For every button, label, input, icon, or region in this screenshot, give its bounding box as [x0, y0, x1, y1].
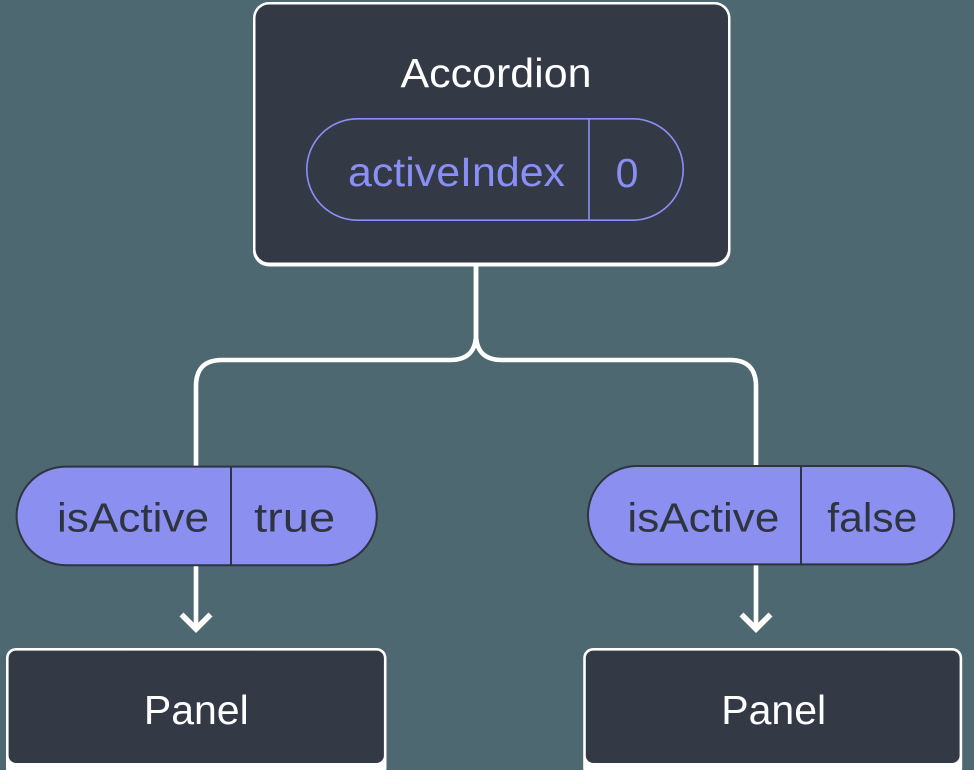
svg-text:Panel: Panel — [721, 687, 826, 733]
svg-text:isActive: isActive — [627, 494, 779, 540]
svg-text:false: false — [827, 494, 917, 540]
svg-text:Accordion: Accordion — [401, 50, 592, 96]
svg-text:true: true — [254, 494, 335, 540]
svg-text:0: 0 — [616, 150, 639, 196]
svg-text:Panel: Panel — [144, 687, 249, 733]
svg-text:activeIndex: activeIndex — [348, 149, 566, 195]
svg-text:isActive: isActive — [57, 494, 209, 540]
